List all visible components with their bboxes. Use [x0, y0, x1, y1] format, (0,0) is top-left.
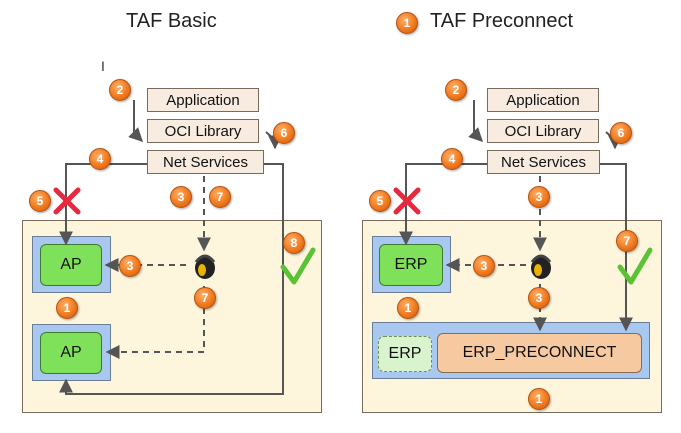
left-badge-5: 5: [29, 190, 51, 212]
right-badge-2: 2: [445, 79, 467, 101]
title-badge: 1: [396, 12, 418, 34]
right-badge-1-bottom: 1: [528, 388, 550, 410]
text-cursor-icon: I: [101, 58, 105, 74]
right-erp-preconnect: ERP_PRECONNECT: [437, 333, 642, 373]
left-badge-7-net: 7: [209, 186, 231, 208]
success-check-icon: [280, 247, 316, 285]
right-erp-top: ERP: [379, 244, 443, 286]
right-badge-7: 7: [616, 230, 638, 252]
right-badge-4: 4: [441, 148, 463, 170]
left-badge-6: 6: [273, 122, 295, 144]
right-erp-dashed: ERP: [378, 336, 432, 372]
left-badge-7-listener: 7: [194, 287, 216, 309]
left-ap-bottom: AP: [40, 332, 102, 374]
left-badge-3-ap: 3: [119, 255, 141, 277]
left-badge-1: 1: [56, 297, 78, 319]
title-taf-preconnect: TAF Preconnect: [430, 10, 574, 32]
left-badge-8: 8: [283, 232, 305, 254]
right-net-services-box: Net Services: [487, 150, 600, 174]
fail-x-icon: [53, 187, 81, 215]
right-oci-library-box: OCI Library: [487, 119, 599, 143]
left-net-services-box: Net Services: [147, 150, 264, 174]
left-badge-3-net: 3: [170, 186, 192, 208]
right-badge-3-erp: 3: [473, 255, 495, 277]
right-application-box: Application: [487, 88, 599, 112]
right-badge-6: 6: [610, 122, 632, 144]
fail-x-icon: [393, 187, 421, 215]
right-badge-1-mid: 1: [397, 297, 419, 319]
listener-icon: [530, 254, 552, 279]
title-taf-basic: TAF Basic: [126, 10, 217, 32]
left-ap-top: AP: [40, 244, 102, 286]
right-badge-3-net: 3: [528, 186, 550, 208]
right-badge-5: 5: [369, 190, 391, 212]
left-application-box: Application: [147, 88, 259, 112]
success-check-icon: [617, 247, 653, 285]
listener-icon: [194, 254, 216, 279]
right-badge-3-below: 3: [528, 287, 550, 309]
left-badge-4: 4: [89, 148, 111, 170]
left-badge-2: 2: [109, 79, 131, 101]
left-oci-library-box: OCI Library: [147, 119, 259, 143]
